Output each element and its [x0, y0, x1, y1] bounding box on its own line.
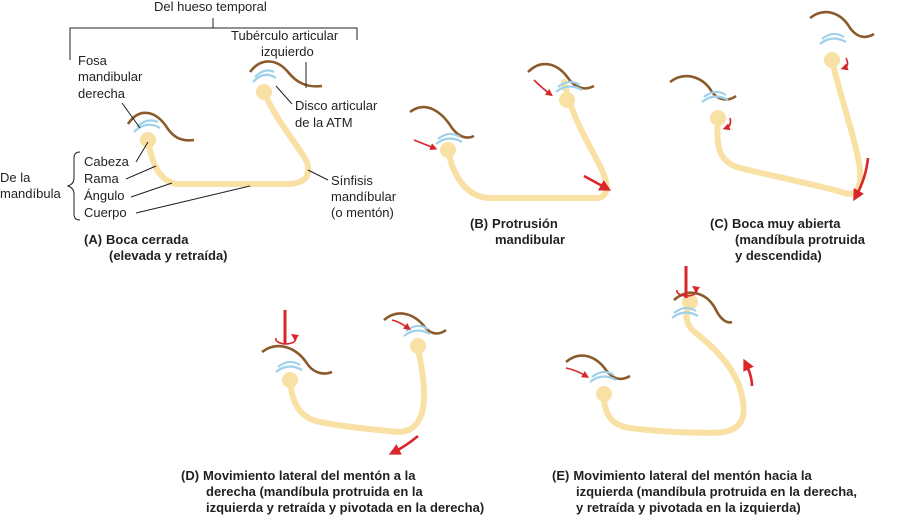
condyle-head-left-a	[256, 84, 272, 100]
caption-c-line-2: (mandíbula protruida	[735, 232, 865, 247]
panel-d-illustration	[261, 310, 447, 455]
caption-c: (C)Boca muy abierta (mandíbula protruida…	[710, 216, 865, 264]
arrow-c-left-rot	[840, 57, 849, 71]
brace-temporal	[69, 18, 358, 60]
temporal-bone-right-c	[669, 74, 737, 101]
panel-c-illustration	[669, 10, 875, 202]
label-cabeza: Cabeza	[84, 154, 129, 169]
label-sinfisis-2: mandíbular	[331, 189, 397, 204]
caption-e-line-1: Movimiento lateral del mentón hacia la	[573, 468, 812, 483]
label-cuerpo: Cuerpo	[84, 205, 127, 220]
leader-sinfisis	[307, 169, 329, 181]
arrow-b-chin	[583, 174, 612, 191]
temporal-bone-left-a	[248, 60, 323, 88]
disc-left-a-2	[254, 69, 275, 78]
arrow-e-pivot	[676, 285, 701, 297]
caption-b-line-2: mandibular	[495, 232, 566, 247]
leader-fosa	[121, 102, 141, 129]
caption-a-line-1: Boca cerrada	[106, 232, 189, 247]
caption-c-letter: (C)	[710, 216, 729, 231]
temporal-bone-right-e	[565, 354, 631, 381]
caption-b-line-1: Protrusión	[492, 216, 558, 231]
caption-e-line-3: y retraída y pivotada en la izquierda)	[576, 500, 801, 515]
label-sinfisis-1: Sínfisis	[331, 173, 373, 188]
condyle-head-right-b	[440, 142, 456, 158]
panel-e-illustration	[565, 266, 754, 436]
arrow-d-pivot	[275, 333, 300, 345]
caption-b: (B)Protrusión mandibular	[470, 216, 565, 248]
mandible-d	[287, 345, 427, 435]
disc-left-a	[252, 73, 277, 83]
leader-rama	[125, 165, 157, 180]
arrow-b-left	[533, 79, 553, 97]
condyle-head-right-e	[596, 386, 612, 402]
label-tuberculo-1: Tubérculo articular	[231, 28, 339, 43]
mandible-c	[714, 57, 864, 197]
arrow-b-right	[413, 139, 438, 151]
leader-angulo	[130, 182, 173, 198]
label-mandibula-1: De la	[0, 170, 31, 185]
disc-right-a	[133, 123, 161, 133]
label-sinfisis-3: (o mentón)	[331, 205, 394, 220]
condyle-head-left-b	[559, 92, 575, 108]
caption-c-line-3: y descendida)	[735, 248, 822, 263]
temporal-bone-left-c	[809, 10, 875, 39]
mandible-e	[601, 301, 747, 436]
condyle-head-right-d	[282, 372, 298, 388]
caption-e-line-2: izquierda (mandíbula protruida en la der…	[576, 484, 857, 499]
arrow-d-chin	[388, 435, 419, 455]
label-mandibula-2: mandíbula	[0, 186, 61, 201]
caption-a-letter: (A)	[84, 232, 103, 247]
arrow-c-chin	[853, 157, 870, 202]
label-tuberculo-2: izquierdo	[261, 44, 314, 59]
caption-a-line-2: (elevada y retraída)	[109, 248, 228, 263]
caption-c-line-1: Boca muy abierta	[732, 216, 841, 231]
label-disco-1: Disco articular	[295, 98, 378, 113]
caption-e: (E)Movimiento lateral del mentón hacia l…	[552, 468, 857, 516]
arrow-d-left	[391, 319, 411, 331]
brace-mandibula	[66, 151, 81, 221]
caption-d-line-3: izquierda y retraída y pivotada en la de…	[206, 500, 485, 515]
temporal-bone-left-e	[673, 291, 733, 324]
label-fosa-2: mandibular	[78, 69, 143, 84]
caption-b-letter: (B)	[470, 216, 489, 231]
leader-cabeza	[135, 141, 149, 163]
leader-cuerpo	[135, 185, 251, 214]
label-angulo: Ángulo	[84, 188, 125, 203]
arrow-c-right-rot	[722, 117, 732, 131]
panel-b-illustration	[409, 62, 612, 201]
label-fosa-1: Fosa	[78, 53, 107, 68]
caption-d-letter: (D)	[181, 468, 200, 483]
caption-d: (D)Movimiento lateral del mentón a la de…	[181, 468, 484, 516]
condyle-head-left-d	[410, 338, 426, 354]
mandible-b	[445, 79, 610, 201]
caption-a: (A)Boca cerrada (elevada y retraída)	[84, 232, 228, 264]
mandible-a	[145, 89, 312, 187]
caption-d-line-1: Movimiento lateral del mentón a la	[203, 468, 416, 483]
arrow-e-chin	[743, 358, 754, 387]
label-temporal: Del hueso temporal	[154, 0, 267, 14]
label-fosa-3: derecha	[78, 86, 125, 101]
caption-e-letter: (E)	[552, 468, 570, 483]
arrow-e-right	[565, 367, 590, 378]
label-rama: Rama	[84, 171, 119, 186]
temporal-bone-left-b	[527, 62, 595, 90]
condyle-head-right-a	[140, 132, 156, 148]
panel-a-illustration	[66, 18, 358, 221]
temporal-bone-right-a	[126, 111, 195, 142]
temporal-bone-right-b	[409, 105, 475, 139]
leader-disco	[275, 85, 293, 105]
condyle-head-right-c	[710, 110, 726, 126]
temporal-bone-right-d	[261, 344, 333, 375]
label-disco-2: de la ATM	[295, 115, 353, 130]
condyle-head-left-c	[824, 52, 840, 68]
caption-d-line-2: derecha (mandíbula protruida en la	[206, 484, 423, 499]
